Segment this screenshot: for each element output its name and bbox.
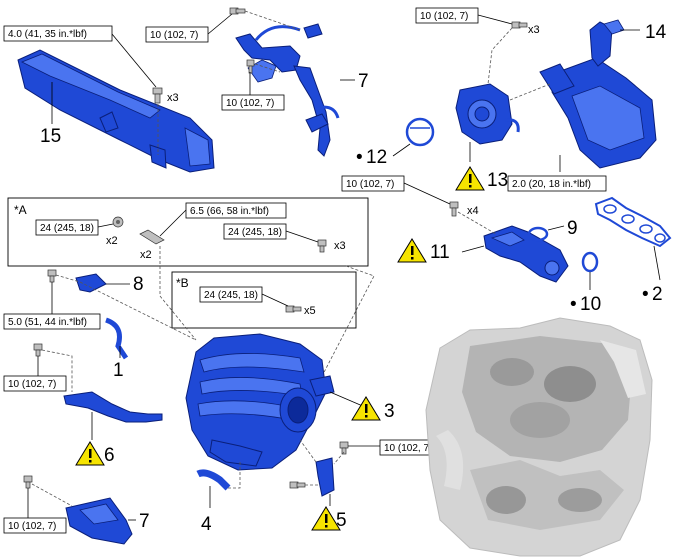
- bolt-icon: [23, 475, 33, 489]
- water-outlet-part: [483, 225, 569, 283]
- gasket-10-part: [581, 251, 599, 273]
- bolt-icon: [511, 21, 528, 29]
- warning-icon: [397, 238, 427, 263]
- part-dot-12: •: [356, 147, 363, 168]
- part-number-9: 9: [567, 218, 578, 239]
- torque-label-a2: 6.5 (66, 58 in.*lbf): [190, 206, 269, 217]
- torque-label-b: 24 (245, 18): [204, 290, 258, 301]
- intake-manifold-part: [185, 333, 335, 471]
- bolt-icon: [285, 305, 302, 313]
- bolt-icon: [317, 239, 327, 253]
- hose-1-part: [105, 317, 129, 360]
- torque-label-11: 10 (102, 7): [346, 179, 394, 190]
- throttle-body-part: [455, 83, 520, 145]
- part-number-13: 13: [487, 170, 508, 191]
- torque-label-6: 10 (102, 7): [8, 379, 56, 390]
- group-b-label: *B: [176, 276, 189, 290]
- quantity-label-13: x3: [528, 24, 540, 36]
- gasket-9-part: [527, 226, 549, 242]
- part-number-7-lower: 7: [139, 511, 150, 532]
- warning-icon: [75, 441, 105, 466]
- torque-label-13: 10 (102, 7): [420, 11, 468, 22]
- part-number-3: 3: [384, 401, 395, 422]
- engine-reference-photo: [425, 317, 653, 557]
- air-cleaner-part: [539, 19, 657, 169]
- torque-label-7-mid: 10 (102, 7): [226, 98, 274, 109]
- part-number-1: 1: [113, 360, 124, 381]
- part-number-7-upper: 7: [358, 71, 369, 92]
- quantity-label-a3: x3: [334, 240, 346, 252]
- intake-air-duct-part: [17, 49, 215, 173]
- stud-bolt-icon: [139, 229, 165, 245]
- quantity-label-a1: x2: [106, 235, 118, 247]
- group-b-frame: [171, 271, 357, 329]
- torque-label-15: 4.0 (41, 35 in.*lbf): [8, 29, 87, 40]
- part-number-6: 6: [104, 445, 115, 466]
- bracket-5-part: [315, 457, 335, 497]
- bolt-icon: [152, 87, 163, 104]
- torque-label-a3: 24 (245, 18): [228, 227, 282, 238]
- warning-icon: [351, 396, 381, 421]
- part-number-15: 15: [40, 126, 61, 147]
- torque-label-14: 2.0 (20, 18 in.*lbf): [512, 179, 591, 190]
- bolt-icon: [33, 343, 43, 357]
- manifold-gasket-2-part: [594, 196, 672, 248]
- bolt-icon: [229, 7, 246, 15]
- torque-label-5: 10 (102, 7): [384, 443, 432, 454]
- part-number-14: 14: [645, 22, 667, 43]
- part-number-10: 10: [580, 294, 601, 315]
- group-a-frame: [7, 197, 369, 267]
- bolt-icon: [449, 201, 459, 217]
- quantity-label-15: x3: [167, 92, 179, 104]
- quantity-label-a2: x2: [140, 249, 152, 261]
- part-number-8: 8: [133, 274, 144, 295]
- wire-harness-bracket-part: [235, 23, 340, 157]
- part-number-12: 12: [366, 147, 387, 168]
- part-dot-2: •: [642, 284, 649, 305]
- quantity-label-11: x4: [467, 205, 479, 217]
- hose-4-part: [196, 469, 231, 491]
- bolt-icon: [47, 269, 57, 283]
- quantity-label-b: x5: [304, 305, 316, 317]
- part-number-2: 2: [652, 284, 663, 305]
- torque-label-8: 5.0 (51, 44 in.*lbf): [8, 317, 87, 328]
- torque-label-7-lower: 10 (102, 7): [8, 521, 56, 532]
- part-number-5: 5: [336, 510, 347, 531]
- bolt-icon: [339, 441, 349, 455]
- gasket-ring-12-part: [405, 117, 435, 147]
- part-dot-10: •: [570, 294, 577, 315]
- insulator-7-part: [65, 497, 133, 545]
- warning-icon: [455, 166, 485, 191]
- bolt-icon: [246, 59, 255, 74]
- torque-label-a1: 24 (245, 18): [40, 223, 94, 234]
- nut-icon: [112, 216, 124, 228]
- bracket-8-part: [75, 273, 107, 293]
- hose-6-part: [63, 391, 163, 423]
- group-a-label: *A: [14, 203, 27, 217]
- part-number-4: 4: [201, 514, 212, 535]
- part-number-11: 11: [430, 242, 450, 263]
- bolt-icon: [289, 481, 306, 489]
- torque-label-7-top: 10 (102, 7): [150, 30, 198, 41]
- warning-icon: [311, 506, 341, 531]
